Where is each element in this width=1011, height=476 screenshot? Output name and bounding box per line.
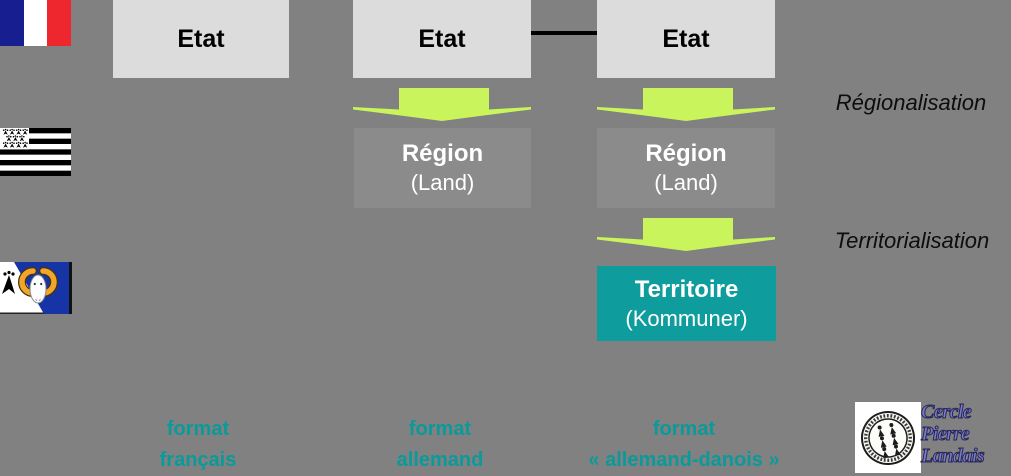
format-line2: « allemand-danois » [588,449,780,471]
breton-flag-icon [0,128,71,176]
region-box-german: Région (Land) [354,128,531,208]
format-line1: format [166,418,230,440]
format-label-french: format français [98,414,298,476]
format-line2: allemand [396,449,484,471]
format-line2: français [159,449,237,471]
etat-label: Etat [418,24,466,53]
format-label-german: format allemand [340,414,540,476]
territoire-subtitle: (Kommuner) [625,305,748,331]
etat-box-german-danish: Etat [597,0,775,78]
region-title: Région [401,140,484,167]
territorialisation-label: Territorialisation [834,228,990,253]
medieval-seal-icon [861,411,915,465]
logo-text: Cercle Pierre Landais [920,401,985,468]
format-line1: format [652,418,716,440]
format-label-german-danish: format « allemand-danois » [544,414,824,476]
logo-seal-box [855,402,921,473]
region-title: Région [645,140,727,167]
region-subtitle: (Land) [410,170,475,195]
territoire-box: Territoire (Kommuner) [597,266,776,341]
etat-label: Etat [177,24,225,53]
french-flag-icon [0,0,71,46]
etat-label: Etat [662,24,710,53]
etat-connector-line [531,31,597,35]
down-arrow-icon [597,88,775,121]
region-subtitle: (Land) [654,170,718,195]
logo-line2: Pierre [920,423,970,446]
logo-line1: Cercle [920,401,972,424]
logo-line3: Landais [920,445,985,468]
down-arrow-icon [353,88,531,121]
etat-box-french: Etat [113,0,289,78]
territoire-title: Territoire [634,275,739,303]
down-arrow-icon [597,218,775,251]
region-box-german-danish: Région (Land) [597,128,775,208]
format-line1: format [408,418,472,440]
ram-head-flag-icon [0,262,72,314]
regionalisation-label: Régionalisation [835,90,987,115]
etat-box-german: Etat [353,0,531,78]
